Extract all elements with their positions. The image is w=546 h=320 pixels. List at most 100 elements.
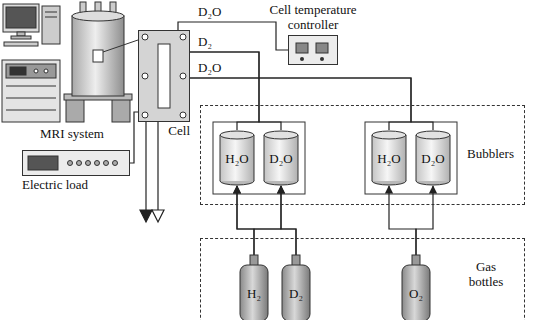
connector [416,186,433,255]
electric-load-box-outline-part [95,161,100,166]
node-text: Bubblers [467,146,514,161]
bubbler-cylinder-outline-part [416,131,450,139]
mri-magnet-part [72,11,124,21]
computer-part [45,17,57,18]
controller-box-outline-part [320,57,324,61]
bubbler-cylinder-outline-part [264,135,298,181]
connector [190,78,411,130]
flow-label: D₂ [196,34,214,49]
electric-load-box-outline [22,150,130,176]
bubbler-cylinder-outline-part [220,135,221,181]
cell-box-outline-part [139,31,190,122]
electric-load-box-outline-part [77,161,82,166]
electric-load-box: Electric load [22,150,130,193]
electric-load-box-outline-part [104,161,109,166]
cell-box-outline-part [142,73,148,79]
cell-box-outline-part [180,34,186,40]
console-rack-part [6,110,56,111]
controller-box-outline-part [289,36,338,65]
connector [190,52,281,130]
gas-bottle: H₂ [239,255,269,320]
mri-magnet-part [103,40,138,52]
bubbler-cylinder: H₂O [219,130,255,186]
bubbler-cylinder-outline-part [220,135,254,181]
bubbler-cylinder-outline-part [372,135,406,181]
controller-box-outline-part [316,43,328,53]
controller-box-shape [288,35,338,65]
cell-box-outline-part [158,44,170,108]
console-rack [2,60,60,122]
connector [254,186,281,255]
electric-load-box-shape [22,150,130,176]
node-text: Cell [168,123,190,138]
electric-load-box-outline-part [28,156,58,170]
node-text: Electric load [22,177,88,192]
cell-box: Cell [138,30,190,139]
bubbler-cylinder-outline-part [264,135,265,181]
cell-box-outline-part [142,34,148,40]
flow-label: D₂O [196,4,223,19]
console-rack-part [34,69,38,73]
cell-box-outline-part [180,112,186,118]
node-text: Gas bottles [458,259,514,289]
connector [190,78,433,130]
gas-bottle-outline-part [402,265,430,320]
electric-load-box-outline-part [23,151,130,176]
cell-box-outline [138,30,190,122]
node-text: D₂O [269,151,292,166]
cell-box-shape [138,30,190,122]
console-rack-part [44,69,48,73]
exhaust-arrows [140,122,164,222]
system-label: MRI system [38,126,106,141]
bubbler-cylinder-outline-part [406,135,407,181]
console-rack-part [2,60,60,122]
exhaust-arrows-part [140,210,152,222]
bubbler-cylinder-outline-part [220,131,254,139]
bubbler-cylinder-outline-part [416,135,417,181]
gas-bottle-outline-part [282,265,310,320]
bubbler-cylinder-outline-part [372,131,406,139]
bubbler-cylinder: D₂O [415,130,451,186]
mri-magnet-part [72,16,124,96]
bubbler-cylinder-outline-part [298,135,299,181]
console-rack-part [6,98,56,99]
gas-bottle: O₂ [401,255,431,320]
controller-box-outline [288,35,338,65]
bubbler-cylinder-outline-part [254,135,255,181]
electric-load-box-outline-part [86,161,91,166]
node-text: H₂ [247,286,261,301]
connector [281,186,296,255]
controller-box: Cell temperature controller [262,2,364,65]
bubbler-cylinder-outline-part [450,135,451,181]
bubbler-pair-frame [213,122,305,194]
cell-box-outline-part [180,73,186,79]
gas-bottle: D₂ [281,255,311,320]
connector [130,112,138,163]
exhaust-arrows-part [157,122,158,210]
computer-part [11,36,31,39]
node-text: Cell temperature controller [262,2,364,32]
bubbler-cylinder-outline-part [264,131,298,139]
exhaust-arrows-part [152,210,164,222]
console-rack-part [6,86,56,87]
node-text: H₂O [377,151,400,166]
node-text: O₂ [409,286,423,301]
bubblers-group: Bubblers H₂O D₂O H₂O D₂O [200,105,525,205]
controller-box-outline-part [296,43,308,53]
electric-load-box-outline-part [113,161,118,166]
computer-part [17,32,25,36]
mri-magnet-part [66,98,84,122]
connector [389,186,416,255]
mri-magnet-part [112,98,130,122]
node-text: D₂O [421,151,444,166]
mri-magnet [64,2,138,122]
electric-load-box-outline-part [68,161,73,166]
node-text: D₂ [289,286,303,301]
exhaust-arrows-part [145,122,146,212]
console-rack-part [10,67,26,75]
bubbler-pair-frame [365,122,457,194]
computer-part [45,12,57,13]
flow-label: D₂O [196,60,223,75]
computer-part [42,6,60,44]
